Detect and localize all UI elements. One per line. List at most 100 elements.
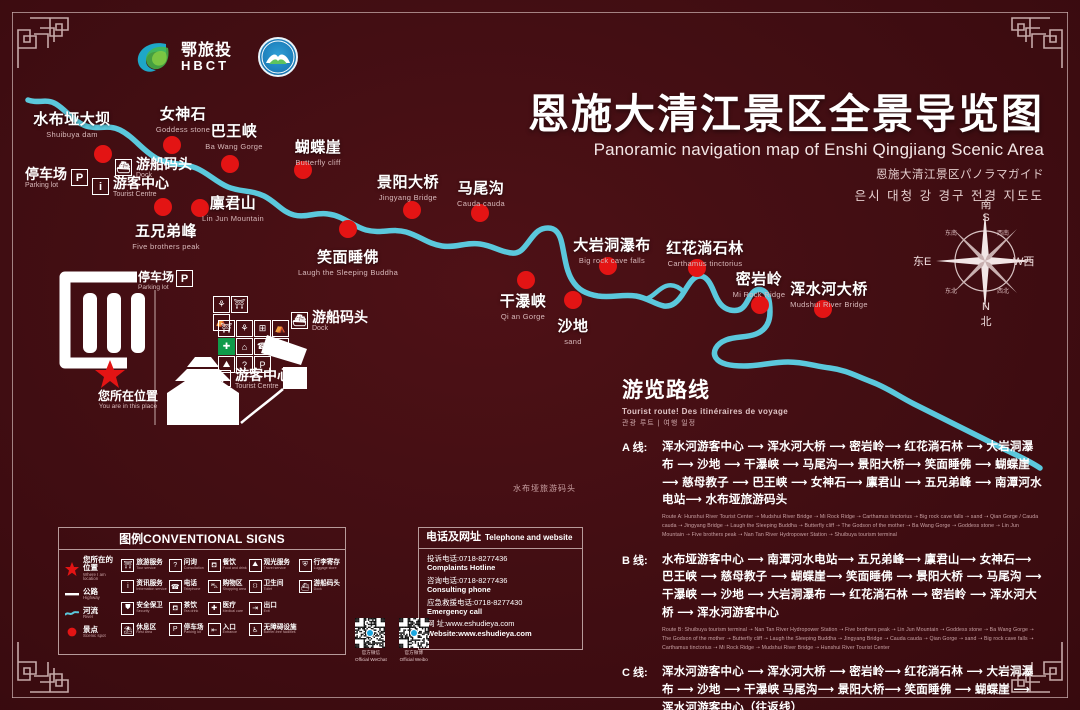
poi-marker[interactable] bbox=[154, 198, 172, 216]
legend-icon-cn: 购物区 bbox=[222, 580, 243, 588]
legend-icon-cn: 入口 bbox=[222, 623, 236, 631]
poi-marker[interactable] bbox=[517, 271, 535, 289]
legend-icon-cn: 出口 bbox=[263, 602, 277, 610]
compass-east-en: E bbox=[924, 256, 932, 268]
viewpoint-icon: ⛰ bbox=[218, 356, 235, 373]
legend-icon-en: Information service bbox=[136, 587, 167, 592]
facility-cn: 游客中心 bbox=[113, 175, 169, 191]
poi-marker[interactable] bbox=[751, 296, 769, 314]
accessible-icon: ♿ bbox=[248, 623, 262, 637]
poi-marker[interactable] bbox=[599, 257, 617, 275]
legend-title: 图例 CONVENTIONAL SIGNS bbox=[59, 528, 345, 550]
plan-parking-label: 停车场 Parking lot bbox=[138, 270, 174, 291]
compass-se: 东南 bbox=[945, 231, 958, 237]
legend-key-en: Highway bbox=[83, 594, 100, 600]
poi-marker[interactable] bbox=[163, 136, 181, 154]
legend-icon-cn: 安全保卫 bbox=[136, 602, 163, 610]
legend-icon-cn: 餐饮 bbox=[222, 558, 236, 566]
garden-icon: ⚘ bbox=[236, 320, 253, 337]
telephone-icon: ☎ bbox=[168, 580, 182, 594]
dock-boat-icon: ⛴ bbox=[115, 159, 132, 177]
shopping-icon: ⛍ bbox=[207, 580, 221, 594]
poi-label-en: Qi an Gorge bbox=[500, 311, 546, 321]
route-item: B 线:水布垭游客中心 ⟶ 南潭河水电站⟶ 五兄弟峰⟶ 廪君山⟶ 女神石⟶ 巴王… bbox=[622, 552, 1042, 654]
poi-label-cn: 密岩岭 bbox=[735, 271, 783, 288]
dock-boat-icon: ⛴ bbox=[291, 312, 308, 330]
river-path bbox=[25, 97, 1043, 471]
compass-north-en: N bbox=[982, 301, 990, 313]
route-item: C 线:浑水河游客中心 ⟶ 浑水河大桥 ⟶ 密岩岭⟶ 红花淌石林 ⟶ 大岩洞瀑布… bbox=[622, 664, 1042, 710]
legend-icon-cn: 观光服务 bbox=[263, 558, 291, 566]
qr-code-image[interactable] bbox=[398, 618, 429, 648]
facility-en: Tourist Centre bbox=[113, 190, 157, 198]
poi-label-cn: 浑水河大桥 bbox=[790, 281, 868, 298]
poi-marker[interactable] bbox=[814, 300, 832, 318]
poi-label-cn: 五兄弟峰 bbox=[134, 223, 198, 240]
contact-row-en: Emergency call bbox=[427, 606, 483, 616]
entrance-icon: ⇤ bbox=[207, 623, 221, 637]
river-branch-path bbox=[645, 283, 687, 301]
legend-icon-cn: 医疗 bbox=[222, 602, 236, 610]
facility-cn: 游船码头 bbox=[312, 309, 368, 325]
qr-caption-cn: 官方微信 bbox=[361, 650, 381, 655]
poi-label-en: Big rock cave falls bbox=[578, 255, 646, 265]
routes-list: A 线:浑水河游客中心 ⟶ 浑水河大桥 ⟶ 密岩岭⟶ 红花淌石林 ⟶ 大岩洞瀑布… bbox=[622, 439, 1042, 710]
sightseeing-icon: ⛰ bbox=[248, 558, 262, 572]
legend-icon-en: Food and drink bbox=[222, 565, 247, 570]
facility-en: Dock bbox=[312, 324, 328, 332]
poi-marker[interactable] bbox=[294, 161, 312, 179]
poi-marker[interactable] bbox=[471, 204, 489, 222]
plan-parking-icon-wrap: P bbox=[176, 270, 193, 287]
information-icon: i bbox=[121, 580, 135, 594]
poi-marker[interactable] bbox=[94, 145, 112, 163]
poi-marker[interactable] bbox=[339, 220, 357, 238]
house-icon: ⌂ bbox=[236, 338, 253, 355]
poi-marker[interactable] bbox=[564, 291, 582, 309]
legend-icon-en: Exit bbox=[263, 608, 270, 613]
dock-watermark: 水布垭旅游码头 bbox=[513, 484, 576, 493]
frame-line-left bbox=[12, 12, 13, 698]
contact-title-en: Telephone and website bbox=[485, 533, 573, 542]
qr-code-image[interactable] bbox=[355, 618, 385, 648]
route-text-en: Route A: Hunshui River Tourist Center ➝ … bbox=[662, 514, 1039, 539]
parking-icon: P bbox=[168, 623, 182, 637]
poi-marker[interactable] bbox=[403, 201, 421, 219]
poi-marker[interactable] bbox=[221, 155, 239, 173]
poi-marker[interactable] bbox=[688, 259, 706, 277]
legend-key-en: Scenic spot bbox=[83, 632, 106, 638]
legend-key-cn: 您所在的位置 bbox=[83, 555, 113, 573]
star-marker bbox=[65, 562, 79, 577]
poi-marker[interactable] bbox=[191, 199, 209, 217]
